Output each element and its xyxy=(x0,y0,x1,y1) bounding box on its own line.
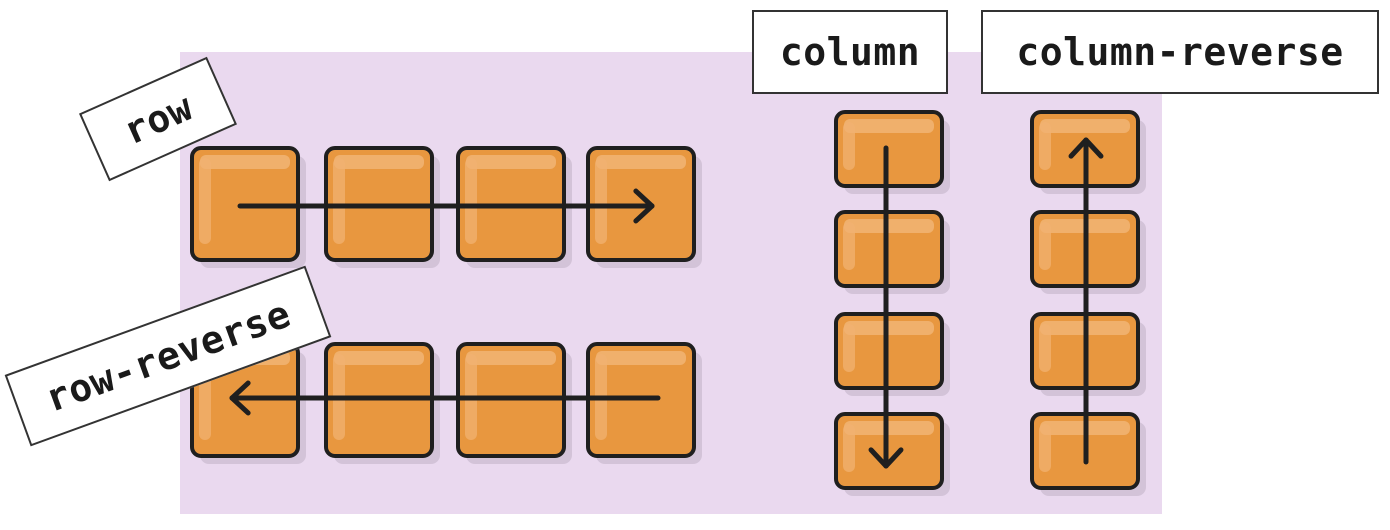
row-reverse-item xyxy=(456,342,572,464)
column-item xyxy=(834,412,950,496)
row-reverse-item xyxy=(324,342,440,464)
column-item xyxy=(834,110,950,194)
column-item xyxy=(834,210,950,294)
column-reverse-arrow xyxy=(1068,137,1104,465)
column-reverse-item xyxy=(1030,312,1146,396)
row-reverse-arrow xyxy=(229,380,661,416)
column-reverse-item xyxy=(1030,210,1146,294)
row-arrow xyxy=(237,188,655,224)
row-reverse-item xyxy=(586,342,702,464)
column-reverse-item xyxy=(1030,412,1146,496)
column-item xyxy=(834,312,950,396)
flex-items xyxy=(190,110,1146,496)
label-column-reverse: column-reverse xyxy=(981,10,1379,94)
column-arrow xyxy=(868,145,904,469)
label-column: column xyxy=(752,10,948,94)
direction-arrows xyxy=(229,137,1104,469)
column-reverse-item xyxy=(1030,110,1146,194)
row-item xyxy=(190,146,306,268)
